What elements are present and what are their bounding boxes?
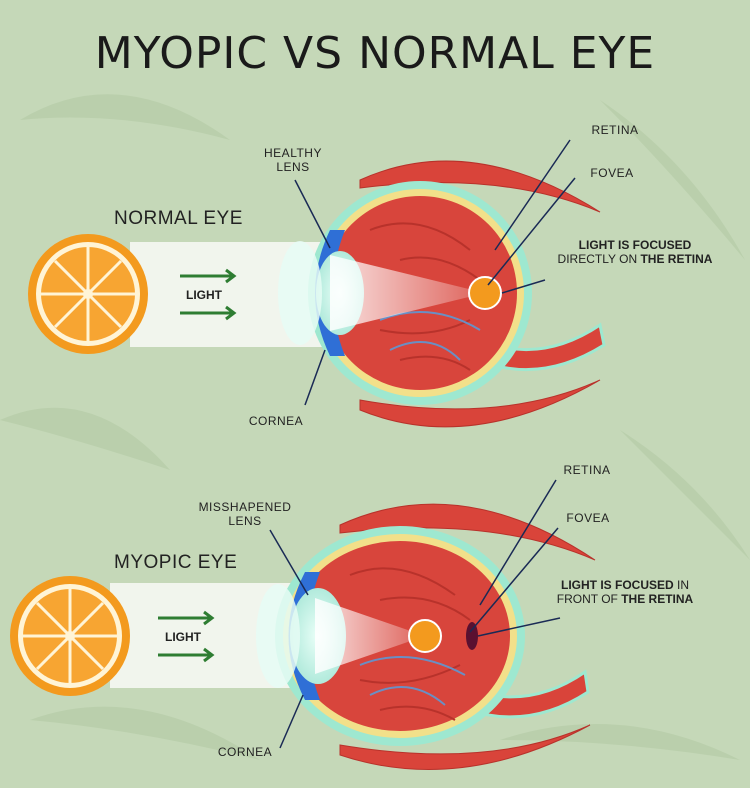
normal-eye-heading: NORMAL EYE	[114, 208, 243, 229]
cornea-label: CORNEA	[217, 745, 273, 759]
light-arrow-icon	[158, 610, 215, 663]
fovea-label: FOVEA	[590, 166, 634, 180]
normal-eye-diagram	[28, 139, 606, 428]
optic-nerve	[466, 669, 590, 719]
light-beam	[315, 598, 425, 674]
focus-note-bold-1: LIGHT IS FOCUSED	[560, 578, 674, 592]
light-beam	[330, 255, 485, 331]
eye-muscle-bottom	[359, 379, 601, 428]
focus-note-bold-2: THE RETINA	[621, 592, 694, 606]
myopic-eye-diagram	[10, 479, 596, 771]
focused-image	[408, 619, 442, 653]
focus-note: LIGHT IS FOCUSED IN FRONT OF THE RETINA	[535, 578, 715, 606]
fovea-mark	[466, 622, 478, 650]
retina-label: RETINA	[563, 463, 611, 477]
focus-note-bold-2: THE RETINA	[640, 252, 713, 266]
blood-vessels	[349, 567, 471, 721]
label-pointers	[294, 139, 576, 406]
focused-image	[468, 276, 502, 310]
retina-label: RETINA	[591, 123, 639, 137]
light-label: LIGHT	[165, 630, 201, 644]
blood-vessels	[369, 222, 481, 371]
orange-icon	[10, 576, 130, 696]
orange-icon	[28, 234, 148, 354]
focus-note-plain-2: FRONT OF	[556, 592, 622, 606]
healthy-lens-label: HEALTHY LENS	[264, 146, 322, 174]
fovea-label: FOVEA	[566, 511, 610, 525]
light-label: LIGHT	[186, 288, 222, 302]
eye-muscle-bottom	[339, 724, 591, 771]
page-title: MYOPIC VS NORMAL EYE	[94, 28, 656, 79]
label-pointers	[269, 479, 561, 749]
palm-leaf-background	[0, 94, 750, 760]
focus-note-plain-2: DIRECTLY ON	[557, 252, 641, 266]
focus-note-plain-1: IN	[673, 578, 689, 592]
focus-note-bold-1: LIGHT IS FOCUSED	[578, 238, 692, 252]
misshapened-lens-label: MISSHAPENED LENS	[198, 500, 292, 528]
myopic-eye-heading: MYOPIC EYE	[114, 552, 238, 573]
cornea-label: CORNEA	[248, 414, 304, 428]
focus-note: LIGHT IS FOCUSED DIRECTLY ON THE RETINA	[545, 238, 725, 266]
light-arrow-icon	[180, 268, 237, 321]
